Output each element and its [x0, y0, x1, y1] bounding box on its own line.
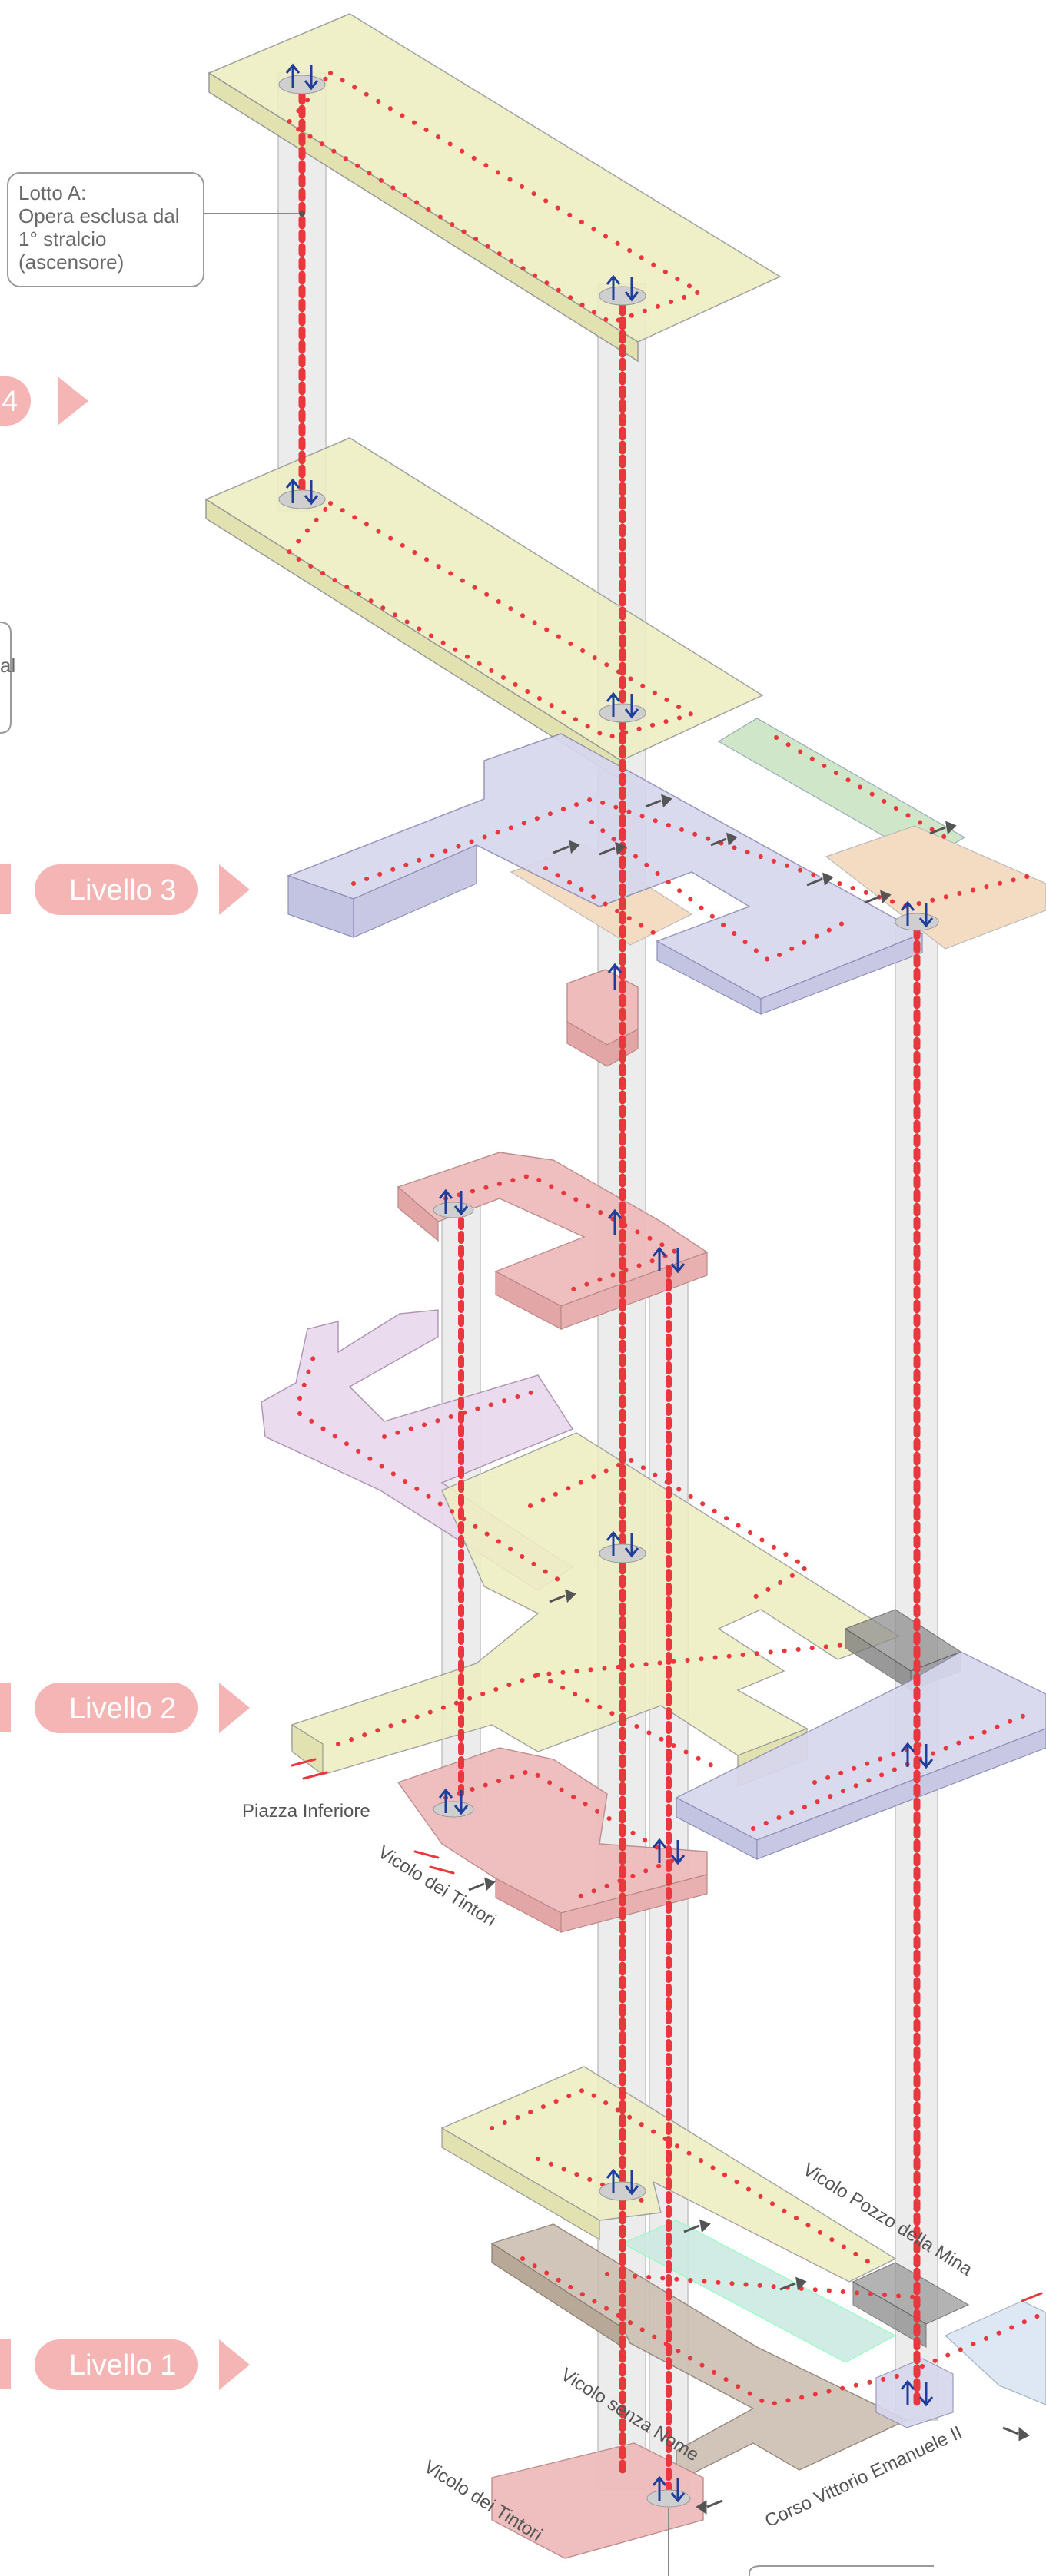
lift-arrows-icon — [652, 1246, 686, 1274]
triangle-right-icon — [58, 376, 88, 426]
callout-line-4: (ascensore) — [18, 250, 124, 274]
flow-arrow-icon — [468, 1877, 496, 1891]
lift-arrows-icon — [900, 1742, 934, 1769]
flow-arrows — [468, 794, 1030, 2515]
level-3-green-area — [717, 718, 966, 861]
lift-arrows-icon — [895, 900, 939, 931]
flow-arrow-icon — [1002, 2426, 1030, 2442]
lift-arrows-icon — [599, 691, 646, 723]
lift-arrows-icon — [599, 274, 646, 306]
triangle-right-icon — [219, 864, 250, 915]
callout-line-2: Opera esclusa dal — [18, 204, 180, 227]
level-4-lower-slab — [204, 437, 764, 781]
callout-line-3: 1° stralcio — [18, 227, 106, 250]
lift-arrows-icon — [278, 478, 326, 509]
lift-arrows-icon — [646, 2475, 691, 2508]
bottom-callout-edge — [749, 2565, 934, 2576]
lift-arrows-icon — [607, 1208, 623, 1235]
route-l3 — [351, 735, 1032, 963]
lifts — [278, 63, 939, 2508]
level-3-label: Livello 3 — [69, 874, 176, 907]
flow-arrow-icon — [645, 794, 672, 808]
flow-arrow-icon — [779, 2276, 807, 2291]
level-1-grey-block — [852, 2262, 970, 2348]
triangle-right-icon — [219, 1683, 250, 1733]
lift-arrows-icon — [433, 1189, 474, 1218]
triangle-right-icon — [219, 2339, 250, 2390]
level-3-pink-block — [566, 969, 639, 1067]
level-1-teal-area — [621, 2220, 897, 2363]
route-l2-upper-pink — [443, 1172, 682, 1293]
route-l2-lilac — [297, 1350, 571, 1589]
flow-arrow-icon — [864, 890, 892, 904]
callout-line-1: Lotto A: — [18, 181, 86, 204]
route-l1-taupe — [520, 2256, 1046, 2408]
lift-arrows-icon — [599, 1530, 646, 1563]
callout-partial-text: al — [0, 654, 15, 677]
lift-arrows-icon — [652, 1838, 686, 1865]
street-piazza-inferiore: Piazza Inferiore — [242, 1801, 370, 1822]
level-1-label: Livello 1 — [69, 2349, 176, 2382]
lift-arrows-icon — [900, 2379, 934, 2407]
lift-arrows-icon — [599, 2168, 646, 2201]
lift-arrows-icon — [607, 963, 623, 990]
flow-arrow-icon — [710, 832, 738, 847]
level-2-pill: Livello 2 — [0, 1683, 250, 1733]
level-2-lavender-slab — [675, 1651, 1046, 1860]
route-l4-lower — [284, 500, 698, 741]
flow-arrow-icon — [553, 840, 580, 854]
level-3-pill: Livello 3 — [0, 864, 250, 915]
flow-arrow-icon — [696, 2499, 723, 2515]
lift-arrows-icon — [278, 63, 326, 94]
level-1-pill: Livello 1 — [0, 2339, 250, 2390]
level-1-pink-block — [491, 2442, 704, 2559]
flow-arrow-icon — [683, 2219, 711, 2233]
level-2-dark-block — [844, 1609, 962, 1691]
circulation-routes — [284, 70, 1046, 2492]
flow-arrow-icon — [599, 841, 626, 856]
route-l2-yellow — [336, 1457, 855, 1769]
level-3-lavender-slab — [286, 733, 924, 1015]
lift-arrows-icon — [433, 1788, 474, 1818]
flow-arrow-icon — [929, 821, 957, 835]
level-4-pill: 4 — [0, 376, 88, 426]
callout-lotto-a: Lotto A: Opera esclusa dal 1° stralcio (… — [7, 172, 305, 287]
level-4-upper-slab — [208, 13, 782, 363]
level-2-label: Livello 2 — [69, 1692, 176, 1725]
level-4-label: 4 — [2, 386, 18, 418]
route-l2-lavender — [751, 1711, 1032, 1831]
callout-partial: al — [0, 622, 15, 734]
flow-arrow-icon — [549, 1589, 576, 1603]
flow-arrow-icon — [806, 872, 834, 887]
level-1-light-blue-area — [944, 2300, 1046, 2405]
